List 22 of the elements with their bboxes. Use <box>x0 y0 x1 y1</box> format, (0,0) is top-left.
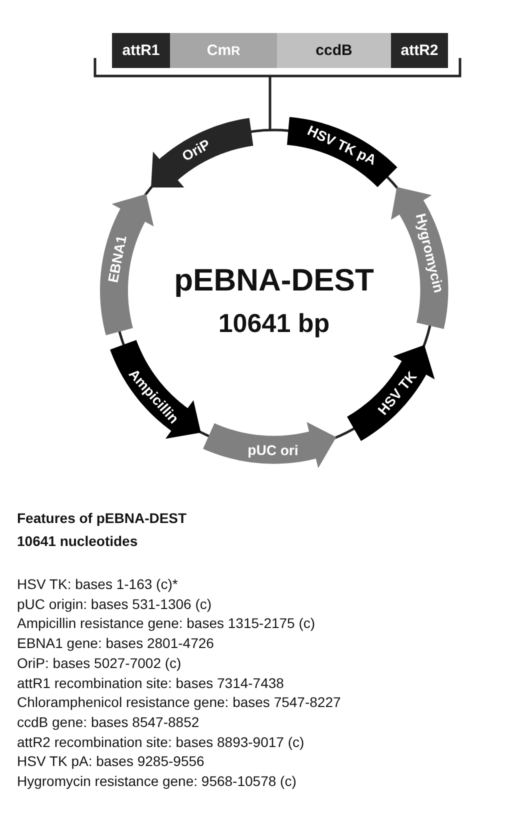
cassette-segment: attR1 <box>112 33 170 68</box>
feature-entry: HSV TK: bases 1-163 (c)* <box>17 577 178 591</box>
feature-entry: pUC origin: bases 531-1306 (c) <box>17 596 212 611</box>
feature-entry: attR1 recombination site: bases 7314-7438 <box>17 676 284 690</box>
feature-entry: Ampicillin resistance gene: bases 1315-2175 (c) <box>17 616 316 630</box>
feature-entry: OriP: bases 5027-7002 (c) <box>17 656 182 670</box>
feature-label: OriP <box>180 136 213 164</box>
feature-entry: ccdB gene: bases 8547-8852 <box>17 714 200 729</box>
cassette-segment: ccdB <box>277 33 391 68</box>
plasmid-size: 10641 bp <box>218 310 330 336</box>
cassette-segment: attR2 <box>391 33 448 68</box>
feature-label: pUC ori <box>247 442 298 458</box>
feature-label: EBNA1 <box>106 234 128 284</box>
feature-entry: EBNA1 gene: bases 2801-4726 <box>17 636 214 650</box>
feature-entry: Hygromycin resistance gene: 9568-10578 (c) <box>17 774 296 788</box>
plasmid-name: pEBNA-DEST <box>174 264 374 296</box>
feature-entry: attR2 recombination site: bases 8893-9017 (c) <box>17 734 304 749</box>
features-subheading: 10641 nucleotides <box>17 534 138 548</box>
feature-label: HSV TK pA <box>305 123 378 167</box>
features-heading: Features of pEBNA-DEST <box>17 511 187 525</box>
feature-entry: Chloramphenicol resistance gene: bases 7547-8227 <box>17 695 341 710</box>
feature-entry: HSV TK pA: bases 9285-9556 <box>17 754 204 768</box>
